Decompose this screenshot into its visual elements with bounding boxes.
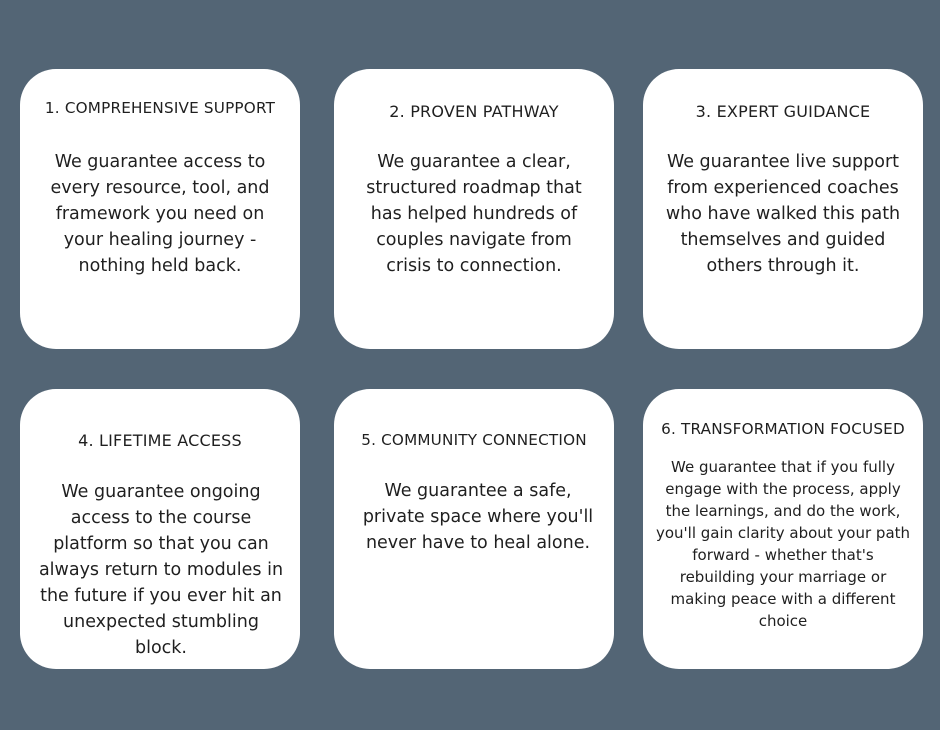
guarantee-card-comprehensive-support: 1. COMPREHENSIVE SUPPORT We guarantee ac… — [20, 69, 300, 349]
guarantee-card-proven-pathway: 2. PROVEN PATHWAY We guarantee a clear, … — [334, 69, 614, 349]
guarantee-card-community-connection: 5. COMMUNITY CONNECTION We guarantee a s… — [334, 389, 614, 669]
card-title: 6. TRANSFORMATION FOCUSED — [661, 420, 905, 438]
card-body: We guarantee a safe, private space where… — [362, 481, 594, 553]
card-body: We guarantee that if you fully engage wi… — [655, 458, 911, 630]
card-body: We guarantee live support from experienc… — [665, 152, 901, 276]
guarantee-card-lifetime-access: 4. LIFETIME ACCESS We guarantee ongoing … — [20, 389, 300, 669]
card-title: 3. EXPERT GUIDANCE — [695, 102, 871, 121]
card-body: We guarantee ongoing access to the cours… — [38, 482, 284, 658]
card-title: 5. COMMUNITY CONNECTION — [361, 431, 587, 449]
card-title: 2. PROVEN PATHWAY — [389, 102, 559, 121]
card-body: We guarantee a clear, structured roadmap… — [366, 152, 582, 276]
guarantee-card-transformation-focused: 6. TRANSFORMATION FOCUSED We guarantee t… — [643, 389, 923, 669]
guarantee-card-expert-guidance: 3. EXPERT GUIDANCE We guarantee live sup… — [643, 69, 923, 349]
card-title: 4. LIFETIME ACCESS — [78, 431, 242, 450]
card-title: 1. COMPREHENSIVE SUPPORT — [44, 99, 276, 117]
card-body: We guarantee access to every resource, t… — [50, 152, 270, 276]
